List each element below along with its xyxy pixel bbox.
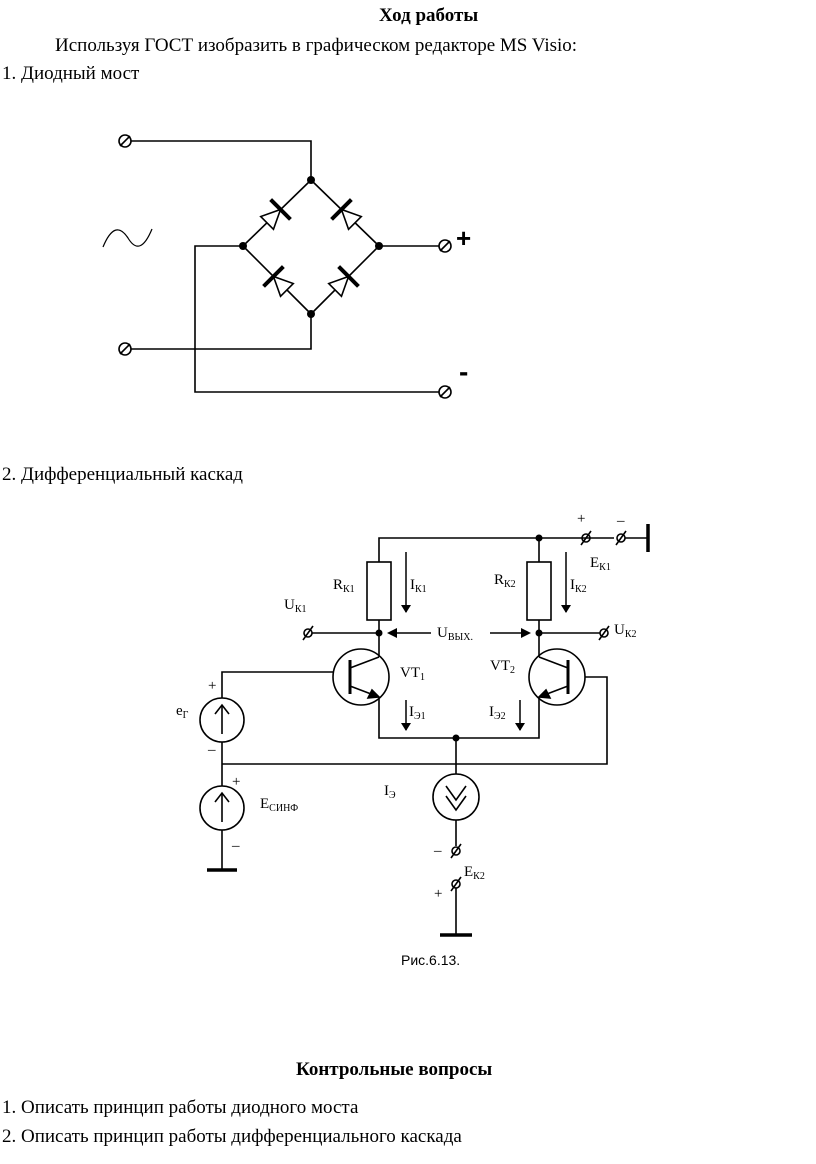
label-ie2: IЭ2 <box>489 704 506 722</box>
diode-1 <box>259 198 292 231</box>
task-2: 2. Дифференциальный каскад <box>2 464 243 485</box>
current-source-ie <box>432 773 480 821</box>
wire <box>131 140 312 180</box>
question-2: 2. Описать принцип работы дифференциальн… <box>2 1126 462 1147</box>
ek2-plus-sign: + <box>434 886 442 902</box>
wire <box>194 245 439 393</box>
junction-dot <box>307 176 315 184</box>
source-esinf <box>199 785 245 831</box>
label-uout: UВЫХ. <box>437 625 473 643</box>
label-ek1: EК1 <box>590 555 611 573</box>
junction-dot <box>452 734 460 742</box>
ek1-minus-sign: – <box>616 513 625 529</box>
terminal-ek2-minus <box>450 843 462 859</box>
question-1: 1. Описать принцип работы диодного моста <box>2 1097 359 1118</box>
wire <box>222 676 608 765</box>
junction-dot <box>535 629 543 637</box>
terminal-ek1-minus <box>615 530 627 546</box>
junction-dot <box>375 242 383 250</box>
wire <box>378 697 540 739</box>
terminal-ek1-plus <box>580 530 592 546</box>
label-esinf: EСИНФ <box>260 796 298 814</box>
junction-dot <box>307 310 315 318</box>
arrow-uout-left <box>387 628 397 638</box>
label-ik1: IК1 <box>410 577 427 595</box>
wire <box>378 537 614 562</box>
label-vt1: VT1 <box>400 665 425 683</box>
diode-2 <box>330 198 363 231</box>
terminal-uk2 <box>598 625 610 641</box>
eg-minus-sign: – <box>207 742 216 758</box>
junction-dot <box>239 242 247 250</box>
label-ie1: IЭ1 <box>409 704 426 722</box>
ek2-minus-sign: – <box>433 843 442 859</box>
arrow-uout-right <box>521 628 531 638</box>
plus-sign: + <box>456 223 471 253</box>
label-ie: IЭ <box>384 783 396 801</box>
label-uk1: UК1 <box>284 597 307 615</box>
label-ek2: EК2 <box>464 864 485 882</box>
source-eg <box>199 697 245 743</box>
terminal-uk1 <box>302 625 314 641</box>
wire <box>131 314 312 350</box>
wire <box>221 671 333 698</box>
label-rk2: RК2 <box>494 572 516 590</box>
transistor-vt2 <box>528 648 586 706</box>
junction-dot <box>535 534 543 542</box>
diode-3 <box>262 265 295 298</box>
label-eg: eГ <box>176 703 189 721</box>
ek1-plus-sign: + <box>577 511 585 527</box>
label-vt2: VT2 <box>490 658 515 676</box>
figure-caption: Рис.6.13. <box>401 952 460 968</box>
heading: Ход работы <box>379 5 479 26</box>
resistor-rk2 <box>526 561 552 621</box>
intro-text: Используя ГОСТ изобразить в графическом … <box>55 35 578 56</box>
esinf-minus-sign: – <box>231 838 240 854</box>
ac-symbol-icon <box>102 228 153 248</box>
resistor-rk1 <box>366 561 392 621</box>
diode-4 <box>327 265 360 298</box>
questions-title: Контрольные вопросы <box>296 1059 493 1080</box>
transistor-vt1 <box>332 648 390 706</box>
label-rk1: RК1 <box>333 577 355 595</box>
junction-dot <box>375 629 383 637</box>
minus-sign: - <box>459 356 468 387</box>
eg-plus-sign: + <box>208 678 216 694</box>
esinf-plus-sign: + <box>232 774 240 790</box>
label-ik2: IК2 <box>570 577 587 595</box>
task-1: 1. Диодный мост <box>2 63 140 84</box>
label-uk2: UК2 <box>614 622 637 640</box>
